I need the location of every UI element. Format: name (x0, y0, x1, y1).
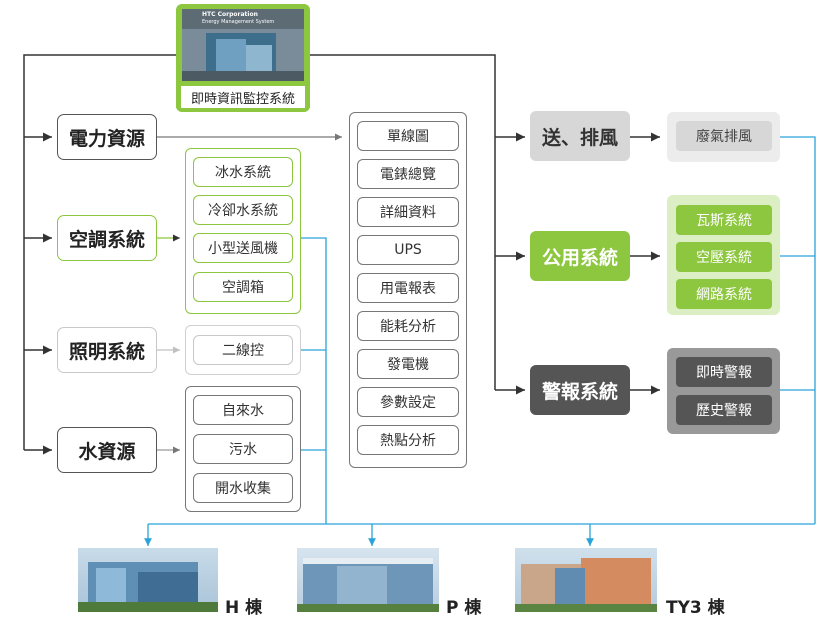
hvac-item[interactable]: 小型送風機 (193, 233, 293, 263)
alarm-system-box[interactable]: 警報系統 (530, 365, 630, 415)
building-p-label: P 棟 (446, 598, 482, 618)
menu-item-details[interactable]: 詳細資料 (357, 197, 459, 227)
hvac-system-box[interactable]: 空調系統 (57, 215, 157, 261)
water-item[interactable]: 自來水 (193, 395, 293, 425)
hvac-item[interactable]: 空調箱 (193, 272, 293, 302)
menu-item-meter-overview[interactable]: 電錶總覽 (357, 159, 459, 189)
menu-item-single-line[interactable]: 單線圖 (357, 121, 459, 151)
menu-item-hotspot-analysis[interactable]: 熱點分析 (357, 425, 459, 455)
utility-item[interactable]: 空壓系統 (676, 242, 772, 272)
power-resource-box[interactable]: 電力資源 (57, 114, 157, 160)
utility-system-box[interactable]: 公用系統 (530, 231, 630, 281)
menu-item-power-report[interactable]: 用電報表 (357, 273, 459, 303)
building-p-photo (297, 548, 439, 612)
hvac-item[interactable]: 冷卻水系統 (193, 195, 293, 225)
water-subsystem-group (185, 386, 301, 512)
building-ty3-label: TY3 棟 (666, 598, 725, 618)
building-ty3-photo (515, 548, 657, 612)
lighting-subsystem-group (185, 325, 301, 375)
monitor-label: 即時資訊監控系統 (176, 86, 310, 108)
monitor-screen: HTC Corporation Energy Management System (182, 9, 304, 81)
hvac-subsystem-group (185, 148, 301, 314)
function-menu (349, 112, 467, 468)
lighting-item[interactable]: 二線控 (193, 335, 293, 365)
lighting-system-box[interactable]: 照明系統 (57, 327, 157, 373)
menu-item-ups[interactable]: UPS (357, 235, 459, 265)
ventilation-item[interactable]: 廢氣排風 (676, 121, 772, 151)
monitor-screen-title: HTC Corporation (202, 11, 258, 18)
water-resource-box[interactable]: 水資源 (57, 427, 157, 473)
hvac-item[interactable]: 冰水系統 (193, 157, 293, 187)
utility-item[interactable]: 網路系統 (676, 279, 772, 309)
menu-item-generator[interactable]: 發電機 (357, 349, 459, 379)
ventilation-box[interactable]: 送、排風 (530, 111, 630, 161)
utility-item[interactable]: 瓦斯系統 (676, 205, 772, 235)
alarm-item[interactable]: 即時警報 (676, 357, 772, 387)
water-item[interactable]: 開水收集 (193, 473, 293, 503)
building-h-photo (78, 548, 218, 612)
monitor-screen-subtitle: Energy Management System (202, 19, 275, 25)
alarm-item[interactable]: 歷史警報 (676, 395, 772, 425)
building-h-label: H 棟 (225, 598, 263, 618)
menu-item-energy-analysis[interactable]: 能耗分析 (357, 311, 459, 341)
water-item[interactable]: 污水 (193, 434, 293, 464)
menu-item-parameters[interactable]: 參數設定 (357, 387, 459, 417)
monitor-panel: HTC Corporation Energy Management System… (176, 4, 310, 112)
